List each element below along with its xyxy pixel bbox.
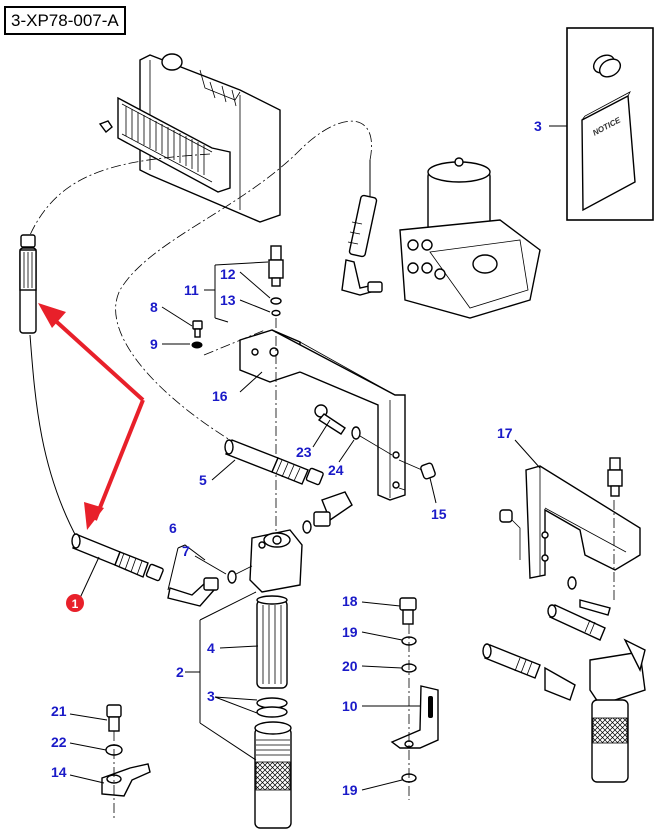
filter-head	[249, 520, 312, 593]
bolt-21	[106, 704, 122, 732]
callout-20: 20	[342, 658, 358, 674]
bolt-18	[399, 597, 417, 625]
callout-12: 12	[220, 266, 236, 282]
clamp-14	[101, 763, 151, 797]
hose-upper-left	[19, 234, 37, 334]
bracket-10	[390, 685, 439, 749]
callout-13: 13	[220, 292, 236, 308]
callout-9: 9	[150, 336, 158, 352]
callout-24: 24	[328, 462, 344, 478]
leader-lines	[69, 125, 567, 791]
callout-23: 23	[296, 444, 312, 460]
filter-head-assembly	[399, 157, 541, 319]
filter-bowl	[254, 721, 292, 829]
callout-14: 14	[51, 764, 67, 780]
bracket-17	[499, 465, 641, 579]
radiator-assembly	[98, 53, 281, 223]
hose-5	[224, 439, 353, 527]
spacer-15	[398, 459, 436, 491]
pressure-switch	[268, 245, 284, 317]
callout-3-kit: 3	[534, 118, 542, 134]
callout-19-top: 19	[342, 624, 358, 640]
callout-17: 17	[497, 425, 513, 441]
cooler-fins	[125, 106, 205, 175]
hose-1-badge-label: 1	[72, 597, 79, 611]
callout-labels: 3 11 12 13 8 9 16 23 24 5 15 17 6 7 2 4 …	[51, 118, 542, 798]
callout-22: 22	[51, 734, 67, 750]
callout-6: 6	[169, 520, 177, 536]
o-rings-3	[256, 697, 288, 718]
elbow-6-oring-7	[167, 565, 253, 607]
callout-16: 16	[212, 388, 228, 404]
assembled-filter-view	[482, 576, 646, 783]
callout-19-bottom: 19	[342, 782, 358, 798]
filter-element-4	[256, 595, 288, 689]
diagram-reference-code: 3-XP78-007-A	[4, 6, 126, 35]
callout-3-rings: 3	[207, 688, 215, 704]
bolt-23-washer-24	[314, 404, 393, 456]
callout-18: 18	[342, 593, 358, 609]
callout-21: 21	[51, 703, 67, 719]
hose-1-badge: 1	[66, 594, 84, 612]
bolt-8-washer-9	[191, 320, 203, 349]
highlight-arrows	[38, 303, 145, 530]
hose-upper-right	[341, 194, 383, 296]
callout-8: 8	[150, 299, 158, 315]
callout-4: 4	[207, 640, 215, 656]
seal-kit-box: NOTICE	[566, 27, 654, 221]
callout-10: 10	[342, 698, 358, 714]
callout-2: 2	[176, 664, 184, 680]
callout-5: 5	[199, 472, 207, 488]
callout-7: 7	[182, 543, 190, 559]
bracket-16	[239, 329, 406, 501]
callout-15: 15	[431, 506, 447, 522]
pressure-switch-right	[607, 457, 623, 497]
callout-11: 11	[184, 282, 199, 298]
hose-1	[71, 533, 164, 582]
